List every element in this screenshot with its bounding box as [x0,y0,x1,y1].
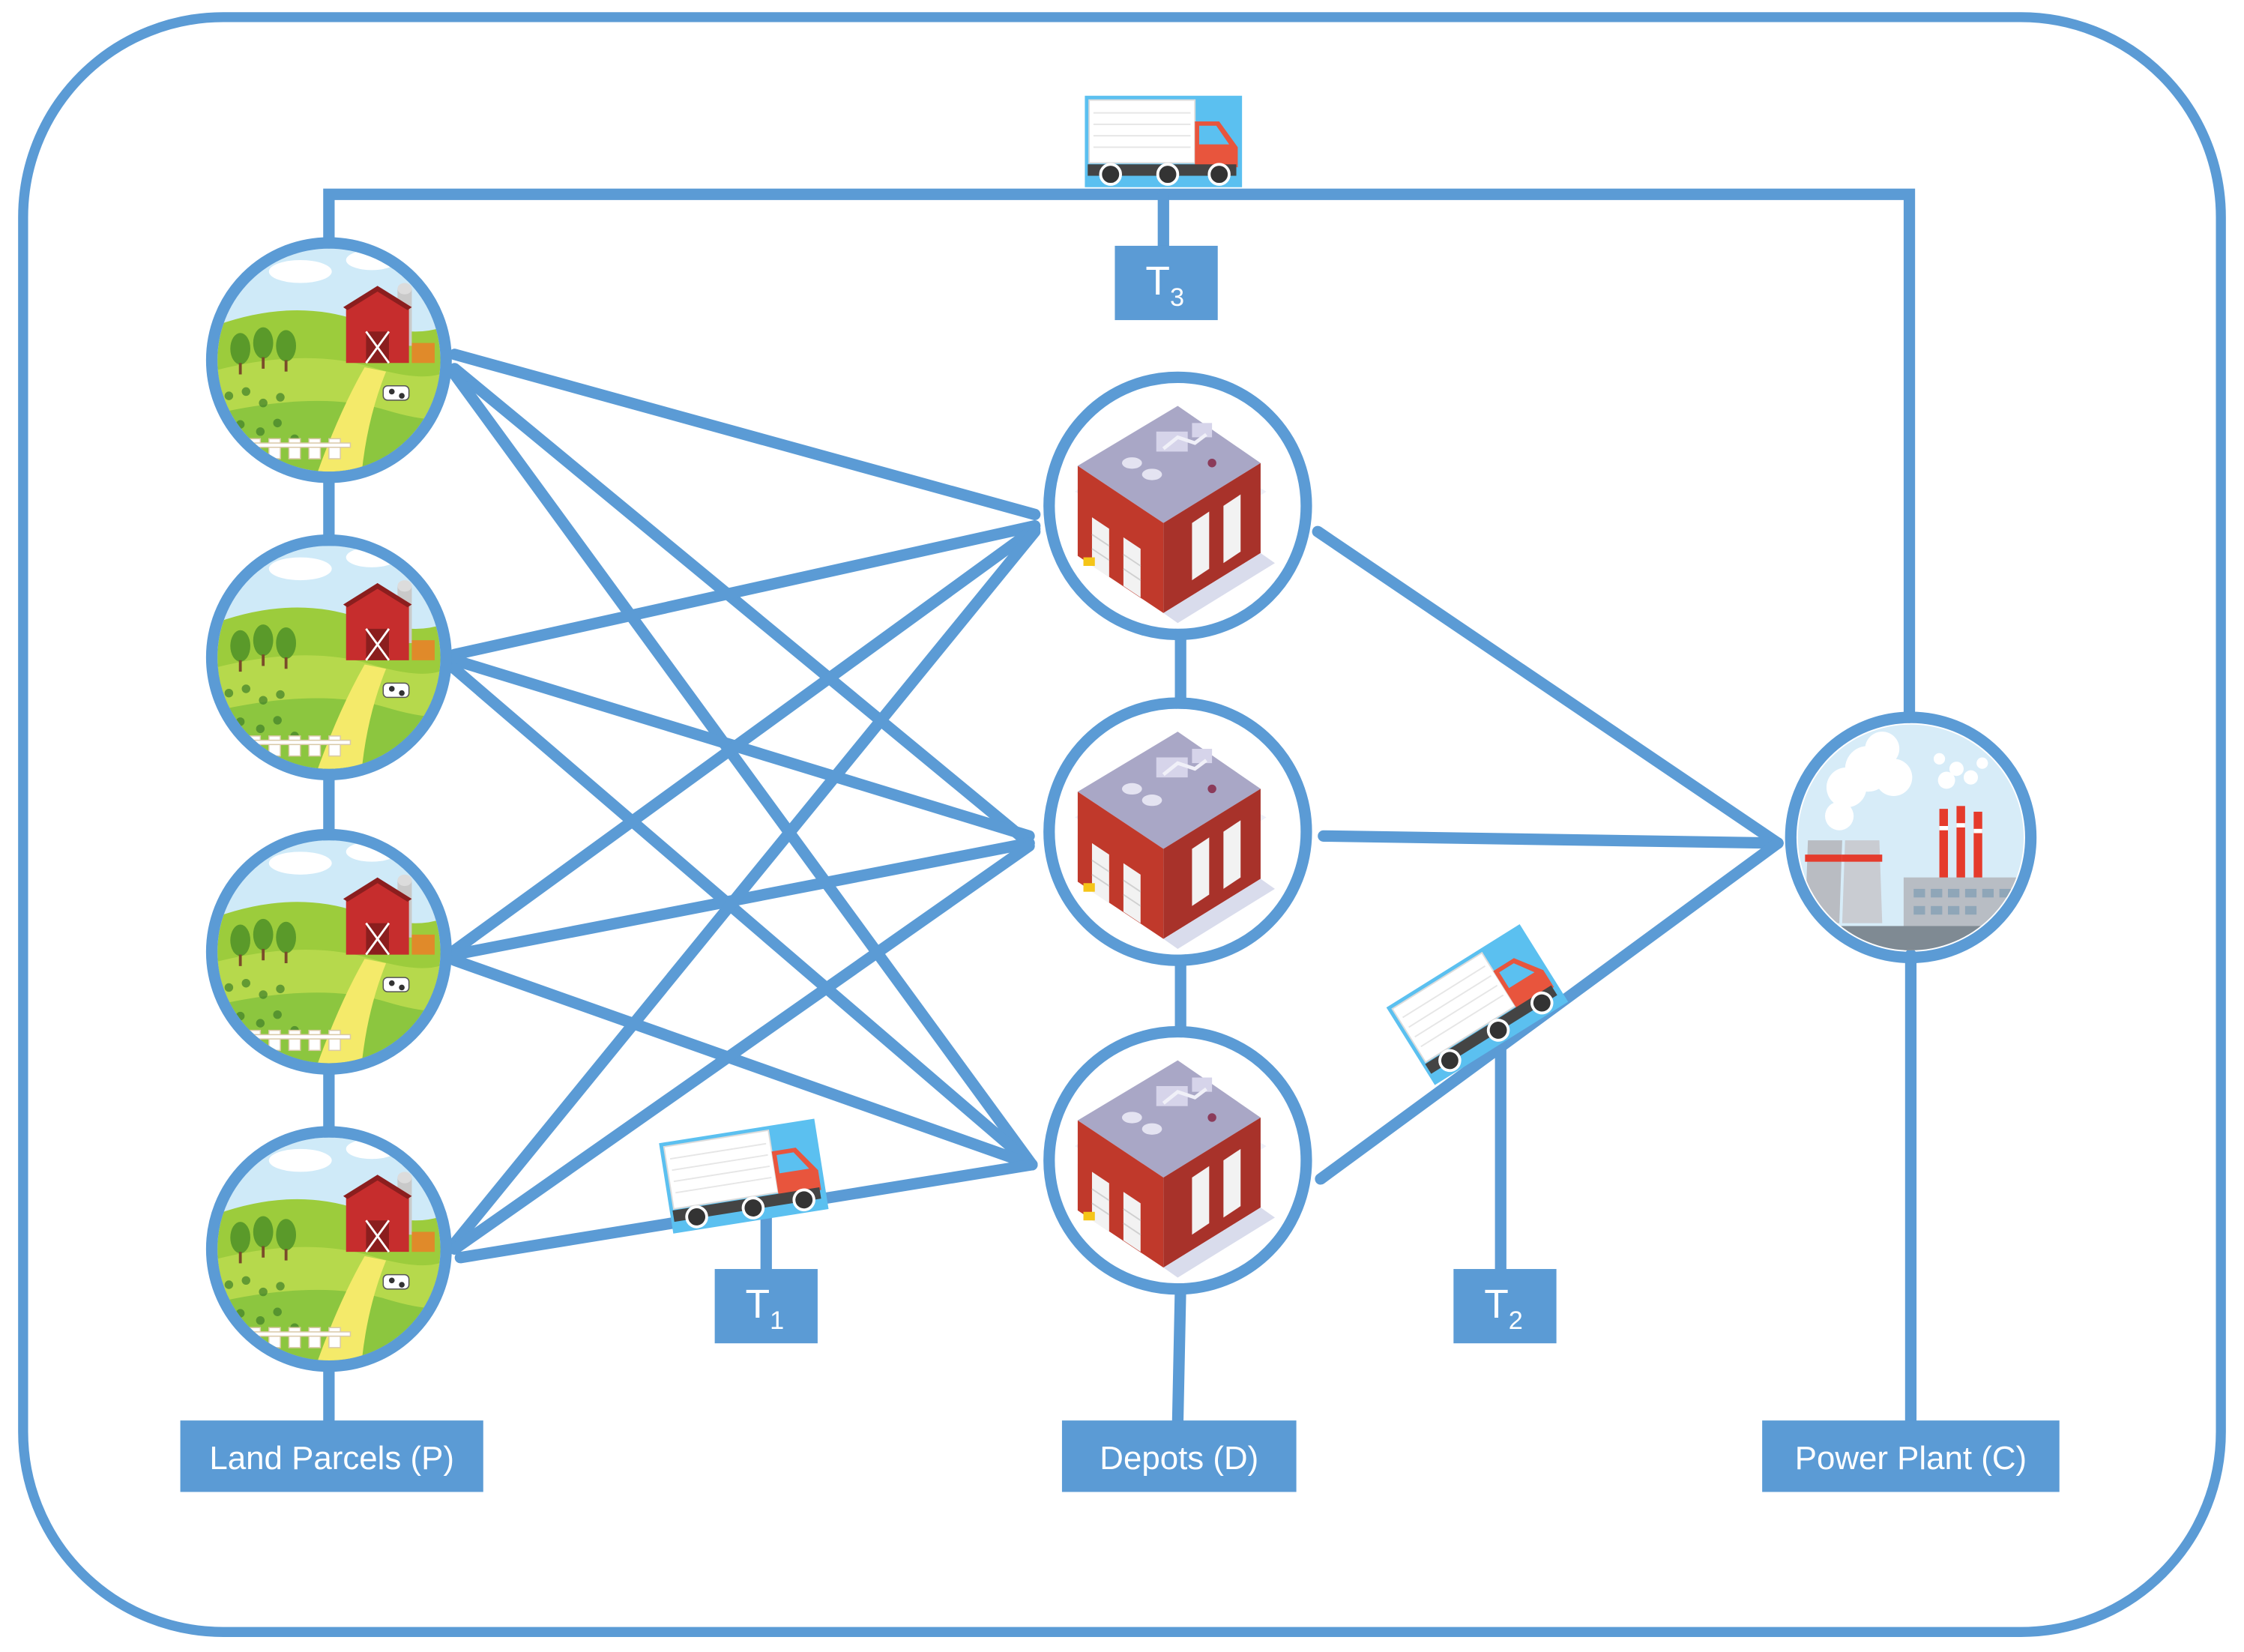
transport-label-t3-sub: 3 [1170,283,1184,312]
svg-text:T1: T1 [746,1282,785,1335]
transport-label-t2: T2 [1453,1269,1557,1344]
outer-frame [18,12,2226,1637]
truck-icon [1083,94,1244,189]
label-power-plant-text: Power Plant (C) [1795,1440,2027,1477]
connection-lines [323,188,1917,1429]
label-land-parcels-text: Land Parcels (P) [209,1440,454,1477]
depot-node-3 [1043,1025,1312,1295]
truck-t1 [657,1117,830,1235]
edge-p2-d3 [449,663,1038,1171]
truck-icon [657,1117,830,1235]
truck-t3 [1083,94,1244,189]
label-land-parcels: Land Parcels (P) [180,1420,483,1492]
edge-p1-d1 [449,349,1041,520]
label-power-plant: Power Plant (C) [1762,1420,2060,1492]
parcel-node-3 [200,823,457,1080]
svg-text:T2: T2 [1484,1282,1523,1335]
label-depots: Depots (D) [1061,1420,1297,1492]
transport-label-t3-base: T [1145,259,1170,304]
farm-icon [200,823,457,1080]
farm-icon [200,1121,457,1378]
transport-label-t1-base: T [746,1282,770,1327]
edge-p1-d3 [449,368,1038,1171]
parcel-node-4 [200,1121,457,1378]
edge-p4-d2 [449,840,1035,1255]
edge-d2-c [1318,830,1784,849]
farm-icon [200,232,457,489]
edge-p3-d3 [449,954,1038,1171]
transport-label-t1-sub: 1 [770,1306,784,1335]
edge-d1-c [1312,525,1784,849]
edge-p3-d1 [449,522,1041,956]
transport-label-t2-sub: 2 [1509,1306,1523,1335]
edge-p1-c [323,188,1916,723]
parcel-node-2 [200,528,457,786]
transport-label-t3: T3 [1115,245,1218,321]
svg-text:T3: T3 [1145,259,1184,312]
depot-node-2 [1043,697,1312,966]
edge-p2-d1 [449,519,1041,660]
edge-p4-d1 [449,525,1041,1249]
edge-p1-d2 [449,363,1035,849]
label-depots-text: Depots (D) [1100,1440,1258,1477]
transport-label-t2-base: T [1484,1282,1509,1327]
parcel-node-1 [200,232,457,489]
farm-icon [200,528,457,786]
depot-node-1 [1043,371,1312,641]
transport-label-t1: T1 [714,1269,818,1344]
connector-d3-label [1171,1280,1186,1429]
power-plant-node [1782,709,2039,969]
power-plant-icon [1782,709,2039,969]
